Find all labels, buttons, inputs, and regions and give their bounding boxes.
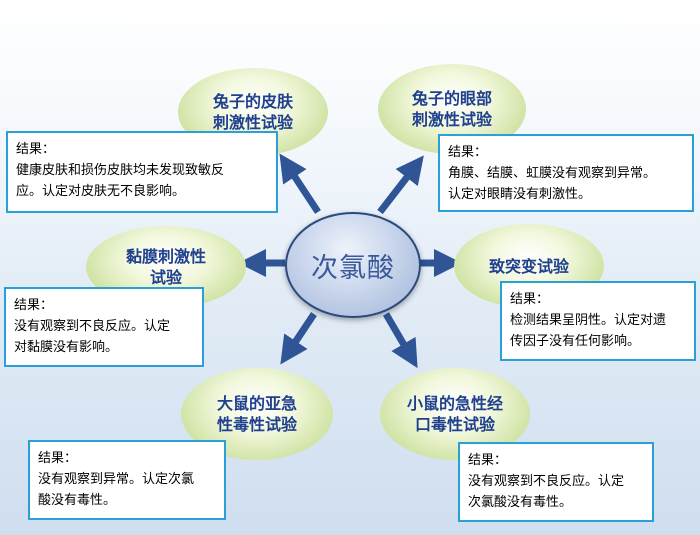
result-label: 结果：	[16, 142, 56, 157]
result-text: 没有观察到不良反应。认定 对黏膜没有影响。	[14, 319, 171, 355]
result-box-mutation: 结果： 检测结果呈阴性。认定对遗 传因子没有任何影响。	[500, 281, 696, 361]
result-box-eye: 结果： 角膜、结膜、虹膜没有观察到异常。 认定对眼睛没有刺激性。	[438, 134, 694, 212]
arrow-to-eye-test	[377, 155, 424, 215]
result-text: 没有观察到异常。认定次氯 酸没有毒性。	[38, 472, 195, 508]
test-title: 黏膜刺激性 试验	[125, 247, 206, 287]
center-label: 次氯酸	[311, 252, 395, 284]
test-title: 兔子的眼部 刺激性试验	[411, 89, 492, 129]
result-box-skin: 结果： 健康皮肤和损伤皮肤均未发现致敏反 应。认定对皮肤无不良影响。	[6, 131, 278, 213]
arrow-to-rat-test	[280, 312, 317, 365]
result-label: 结果：	[468, 453, 508, 468]
test-title: 致突变试验	[488, 256, 569, 276]
result-text: 角膜、结膜、虹膜没有观察到异常。 认定对眼睛没有刺激性。	[448, 166, 657, 202]
result-box-mouse: 结果： 没有观察到不良反应。认定 次氯酸没有毒性。	[458, 442, 654, 522]
test-title: 小鼠的急性经 口毒性试验	[406, 394, 503, 434]
result-box-mucosa: 结果： 没有观察到不良反应。认定 对黏膜没有影响。	[4, 287, 204, 367]
arrow-to-skin-test	[279, 153, 321, 214]
test-title: 兔子的皮肤 刺激性试验	[212, 92, 293, 132]
result-label: 结果：	[510, 292, 550, 307]
result-text: 检测结果呈阴性。认定对遗 传因子没有任何影响。	[510, 313, 667, 349]
test-bubble-eye-irritation: 兔子的眼部 刺激性试验	[378, 64, 526, 154]
test-title: 大鼠的亚急 性毒性试验	[216, 394, 297, 434]
result-text: 健康皮肤和损伤皮肤均未发现致敏反 应。认定对皮肤无不良影响。	[16, 163, 225, 199]
result-text: 没有观察到不良反应。认定 次氯酸没有毒性。	[468, 474, 625, 510]
result-box-rat: 结果： 没有观察到异常。认定次氯 酸没有毒性。	[28, 440, 226, 520]
result-label: 结果：	[38, 451, 78, 466]
center-node-hypochlorous-acid: 次氯酸	[285, 212, 421, 318]
arrow-to-mouse-test	[382, 312, 418, 369]
result-label: 结果：	[14, 298, 54, 313]
result-label: 结果：	[448, 145, 488, 160]
